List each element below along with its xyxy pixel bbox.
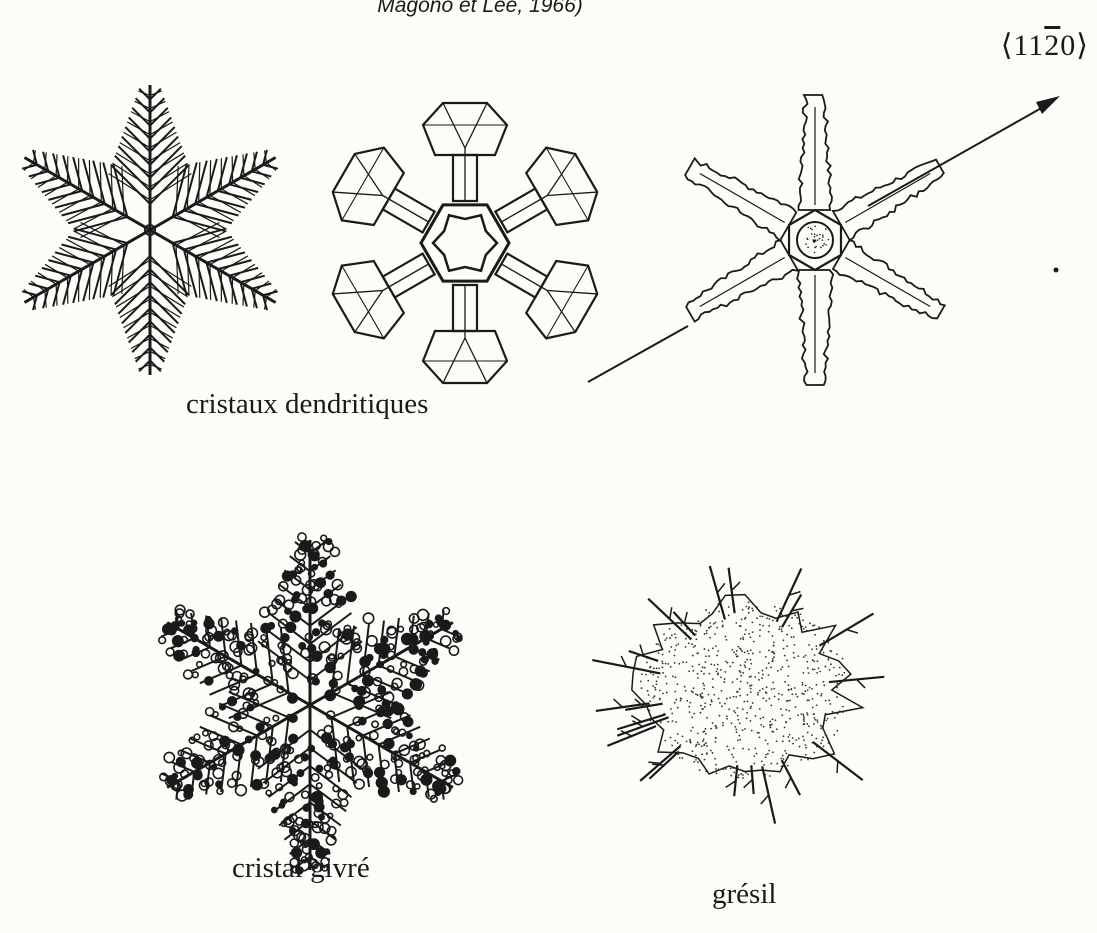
label-rimed-crystal: cristal givré xyxy=(232,852,370,885)
label-graupel: grésil xyxy=(712,878,776,911)
label-dendritic-crystals: cristaux dendritiques xyxy=(186,388,428,421)
